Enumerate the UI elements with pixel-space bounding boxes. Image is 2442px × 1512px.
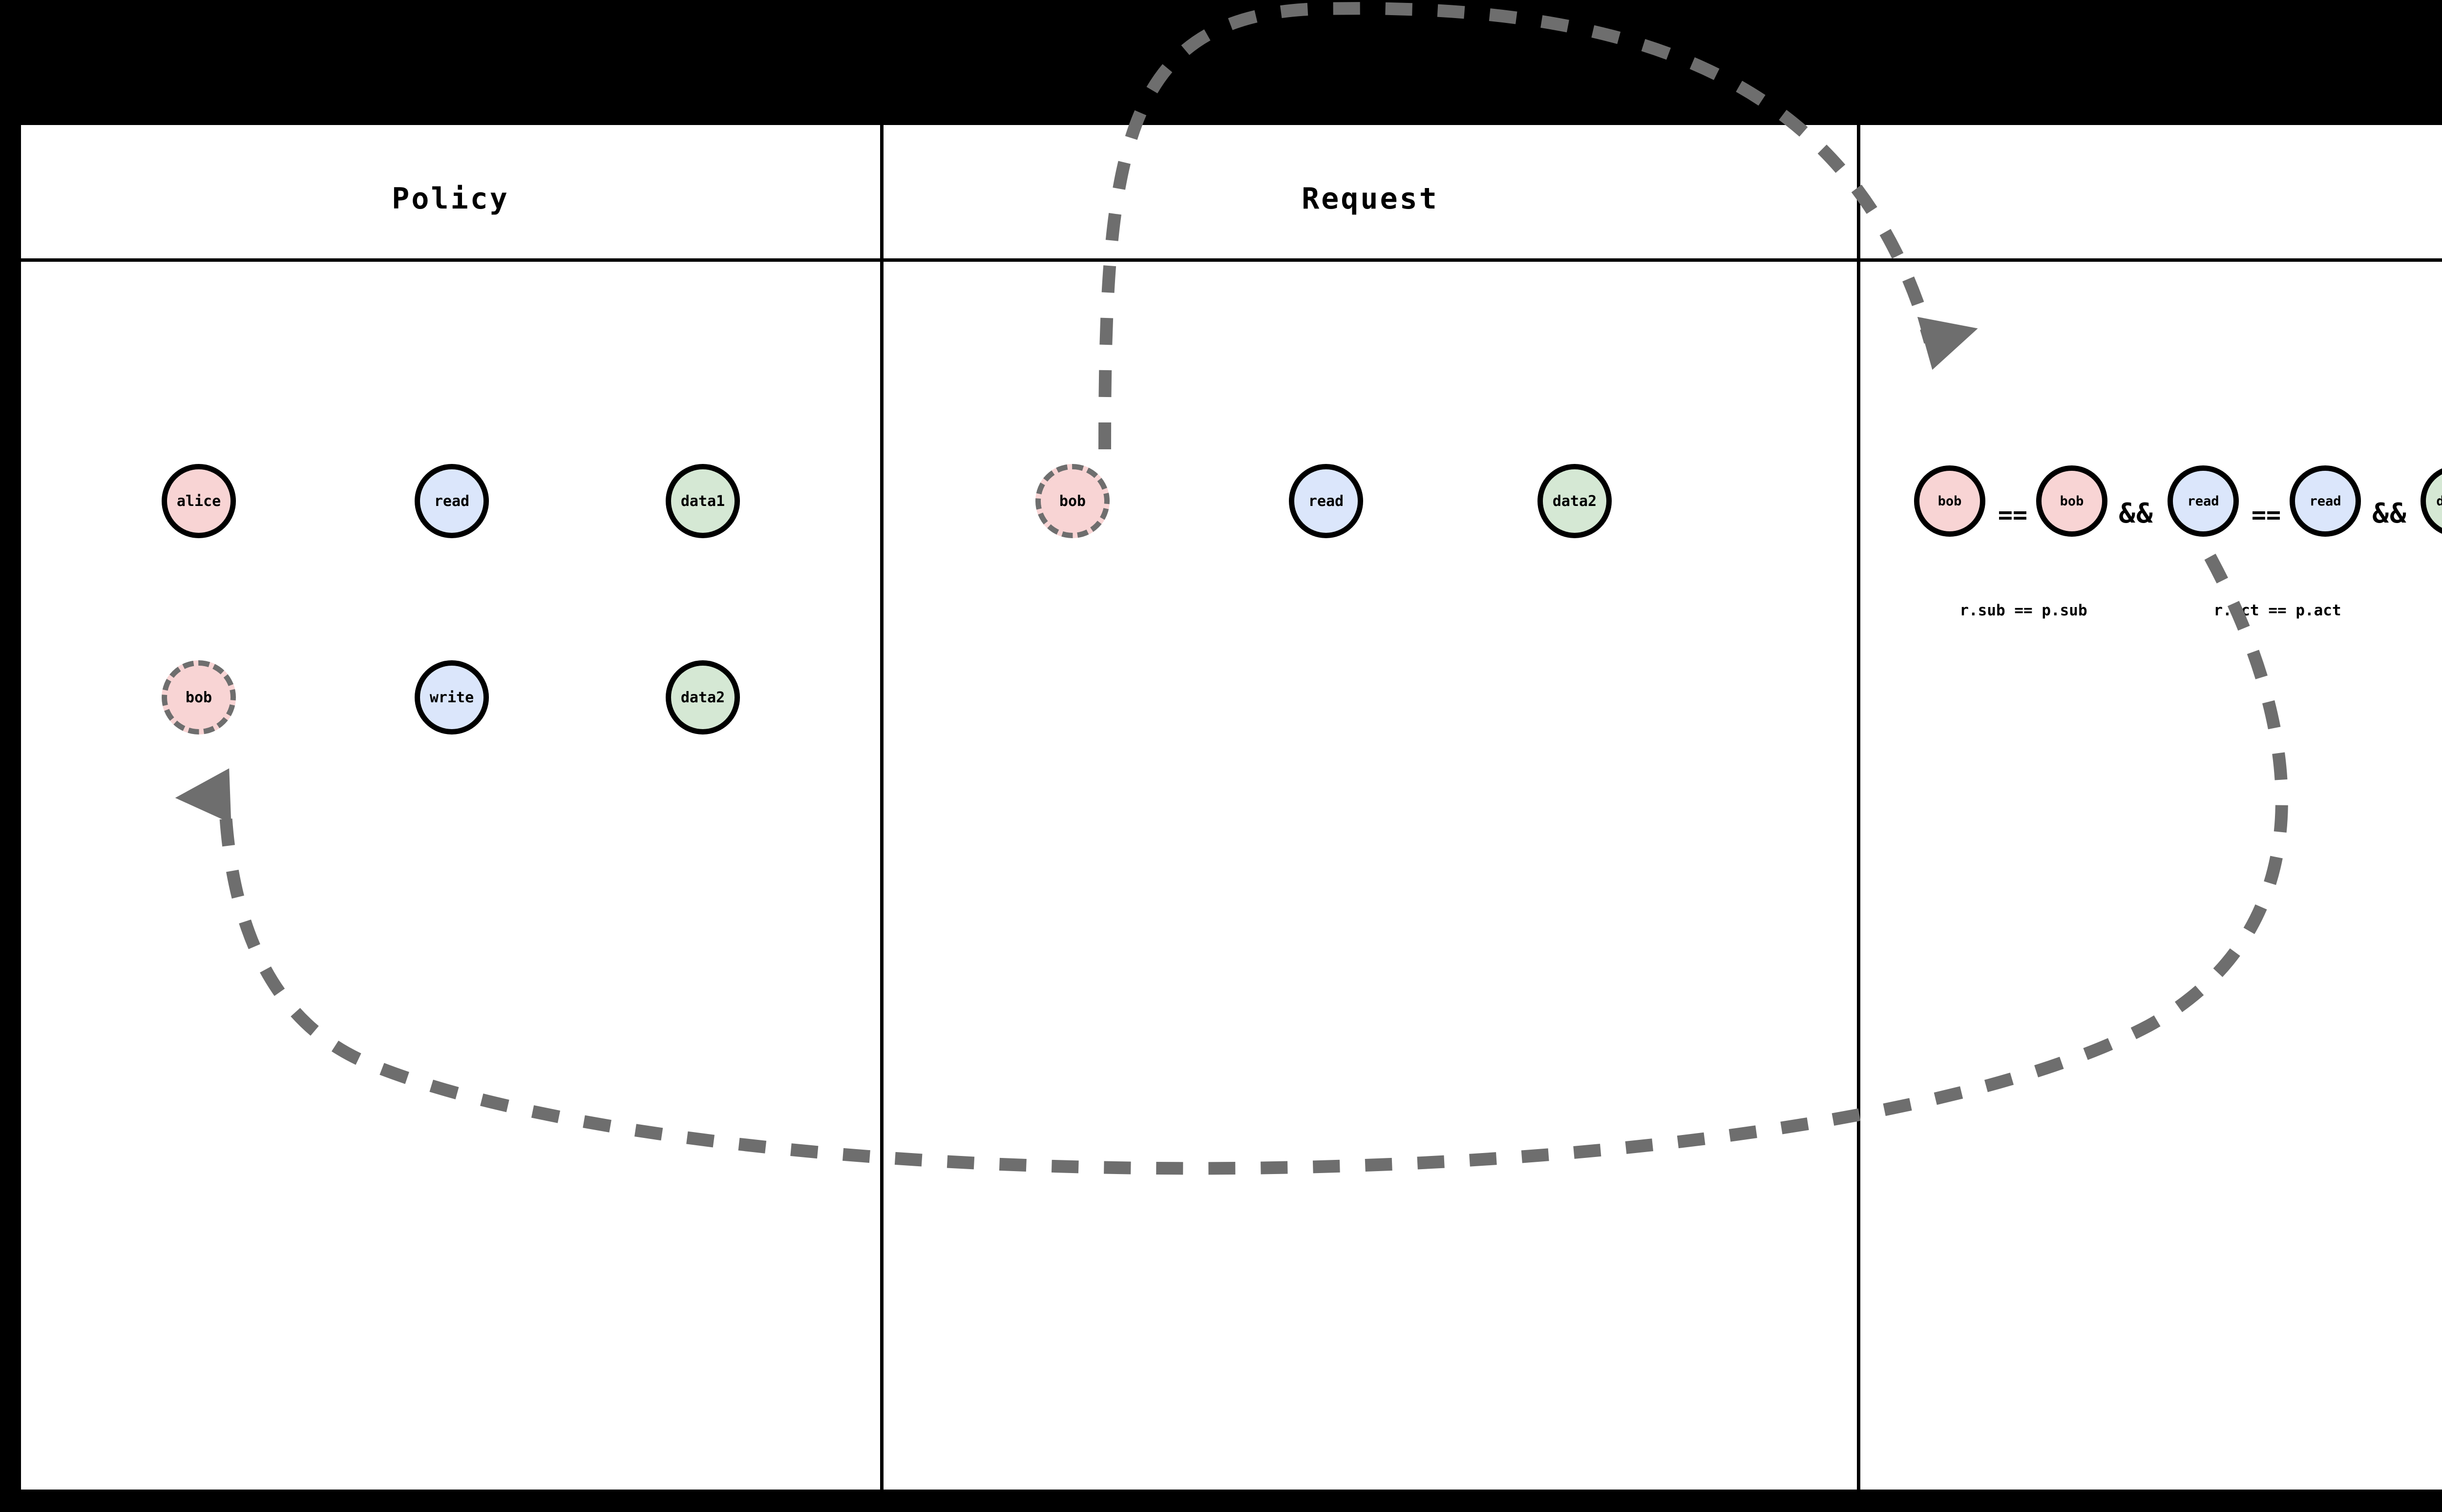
- matching-caption-act: r.act == p.act: [2213, 602, 2341, 619]
- matching-operator-sub: ==: [1998, 501, 2028, 529]
- diagram-canvas: Policy Request Matching alice read data1…: [21, 125, 2442, 1490]
- divider-policy-request: [880, 125, 884, 1490]
- matching-joiner-sub: &&: [2119, 497, 2154, 529]
- matching-joiner-act: &&: [2372, 497, 2407, 529]
- divider-header-row: [21, 258, 2442, 262]
- policy-node-act-read[interactable]: read: [415, 464, 489, 538]
- column-header-policy: Policy: [392, 182, 509, 216]
- matching-caption-sub: r.sub == p.sub: [1959, 602, 2087, 619]
- divider-request-matching: [1857, 125, 1860, 1490]
- matching-node-obj-left[interactable]: data2: [2421, 465, 2442, 537]
- request-node-obj-data2[interactable]: data2: [1537, 464, 1612, 538]
- column-header-request: Request: [1302, 182, 1439, 216]
- policy-node-obj-data2[interactable]: data2: [666, 660, 740, 735]
- policy-node-act-write[interactable]: write: [415, 660, 489, 735]
- request-node-act-read[interactable]: read: [1289, 464, 1363, 538]
- column-header-matching: Matching: [1860, 182, 2442, 216]
- matching-node-sub-left[interactable]: bob: [1914, 465, 1985, 537]
- matching-node-act-right[interactable]: read: [2290, 465, 2361, 537]
- request-node-sub-bob[interactable]: bob: [1035, 464, 1110, 538]
- policy-node-sub-bob[interactable]: bob: [162, 660, 236, 735]
- policy-node-sub-alice[interactable]: alice: [162, 464, 236, 538]
- matching-node-sub-right[interactable]: bob: [2036, 465, 2107, 537]
- policy-node-obj-data1[interactable]: data1: [666, 464, 740, 538]
- matching-operator-act: ==: [2251, 501, 2281, 529]
- matching-node-act-left[interactable]: read: [2168, 465, 2239, 537]
- matching-caption-obj: r.obj == p.obj: [2399, 602, 2442, 619]
